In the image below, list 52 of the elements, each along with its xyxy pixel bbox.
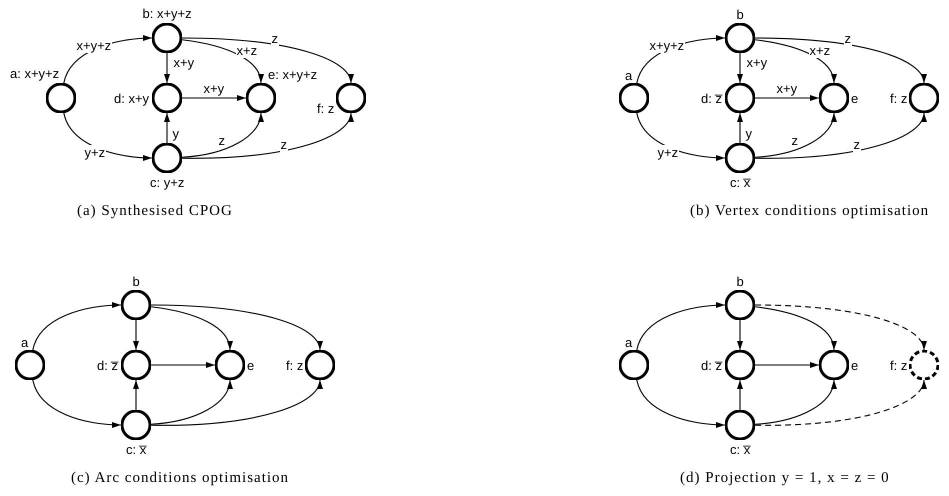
arrow (737, 320, 743, 350)
arrow (737, 53, 743, 83)
arrow (182, 95, 246, 101)
arrow (754, 112, 836, 158)
arrow (755, 380, 926, 426)
arrow (755, 112, 926, 159)
arrow (755, 362, 819, 368)
arrow (151, 304, 322, 350)
arrow (151, 362, 215, 368)
arrow (32, 380, 122, 428)
arrow (755, 95, 819, 101)
arrow (164, 113, 170, 143)
vertex-label: f: z (317, 100, 334, 116)
vertex-label: f: z (286, 358, 304, 372)
caption: (d) Projection y = 1, x = z = 0 (680, 469, 890, 488)
arrow (755, 37, 926, 84)
arrow (182, 112, 263, 158)
arrow (636, 112, 726, 161)
caption: (c) Arc conditions optimisation (71, 469, 290, 488)
arrow (737, 113, 743, 143)
arrow (133, 380, 139, 410)
vertex-label: f: z (890, 90, 908, 106)
vertex-label: b (132, 274, 140, 288)
vertex-label: b (736, 274, 744, 288)
edge-label: y+z (84, 144, 106, 160)
arrow (636, 302, 726, 350)
arrow (636, 380, 726, 428)
arrow (32, 302, 122, 350)
vertex-label: d: z̅ (701, 90, 722, 106)
arrow (182, 37, 352, 84)
vertex-label: b (736, 6, 744, 22)
arrow (150, 306, 232, 350)
vertex-label: d: z̅ (701, 358, 722, 372)
arrow (164, 53, 170, 83)
arrow (754, 39, 836, 84)
vertex-label: d: x+y (114, 90, 150, 106)
caption: (a) Synthesised CPOG (77, 202, 233, 221)
arrow (63, 112, 152, 161)
caption: (b) Vertex conditions optimisation (690, 202, 930, 221)
arrow (755, 304, 926, 350)
arrow (182, 39, 263, 84)
arrow (182, 112, 352, 159)
edge-label: y+z (656, 144, 680, 160)
arrow (737, 380, 743, 410)
vertex-label: f: z (890, 358, 908, 372)
arrow (754, 306, 836, 350)
vertex-label: d: z̅ (97, 358, 118, 372)
arrow (150, 380, 232, 425)
arrow (754, 380, 836, 425)
arrow (151, 380, 322, 426)
vertex-label: b: x+y+z (142, 6, 192, 20)
arrow (133, 320, 139, 350)
